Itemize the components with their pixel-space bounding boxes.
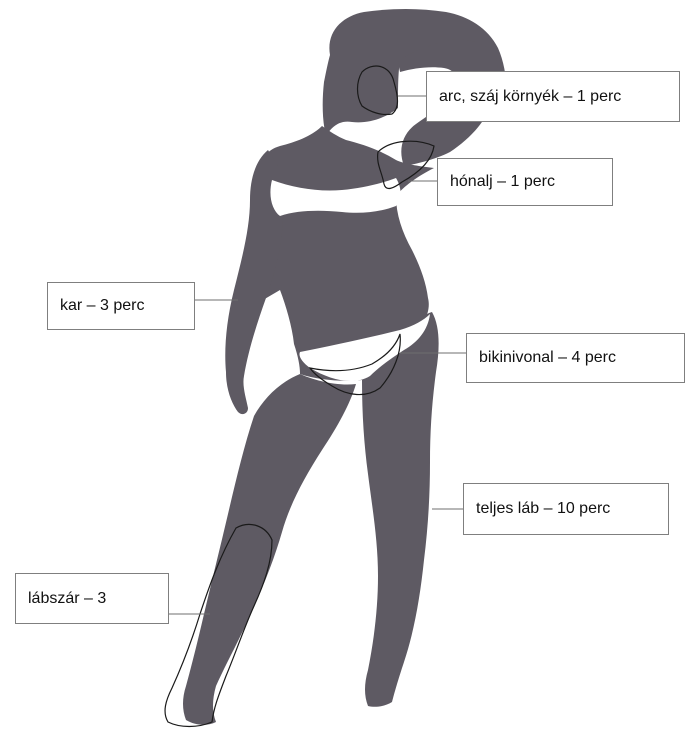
label-leg-text: teljes láb – 10 perc	[476, 499, 610, 519]
label-shin: lábszár – 3	[15, 573, 169, 624]
label-armpit: hónalj – 1 perc	[437, 158, 613, 206]
silhouette-left-leg	[183, 374, 356, 725]
label-bikini: bikinivonal – 4 perc	[466, 333, 685, 383]
label-shin-text: lábszár – 3	[28, 589, 106, 609]
label-arm: kar – 3 perc	[47, 282, 195, 330]
label-arm-text: kar – 3 perc	[60, 296, 144, 316]
label-leg: teljes láb – 10 perc	[463, 483, 669, 535]
label-bikini-text: bikinivonal – 4 perc	[479, 348, 616, 368]
label-armpit-text: hónalj – 1 perc	[450, 172, 555, 192]
label-face: arc, száj környék – 1 perc	[426, 71, 680, 122]
label-face-text: arc, száj környék – 1 perc	[439, 87, 621, 107]
